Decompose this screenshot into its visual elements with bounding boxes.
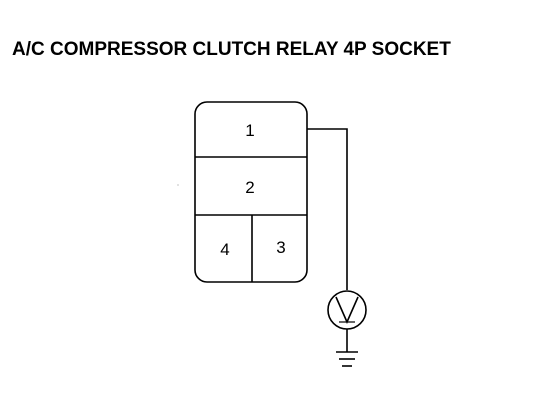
scan-speck <box>177 184 179 186</box>
ground-icon <box>336 351 358 367</box>
pin-2-label: 2 <box>245 178 254 197</box>
voltmeter-icon <box>327 290 367 330</box>
diagram-title: A/C COMPRESSOR CLUTCH RELAY 4P SOCKET <box>12 39 451 60</box>
socket-outline <box>194 101 308 283</box>
test-lead-wire <box>307 128 348 290</box>
pin-4-label: 4 <box>220 240 229 259</box>
pin-3-label: 3 <box>276 238 285 257</box>
pin-1-label: 1 <box>245 121 254 140</box>
